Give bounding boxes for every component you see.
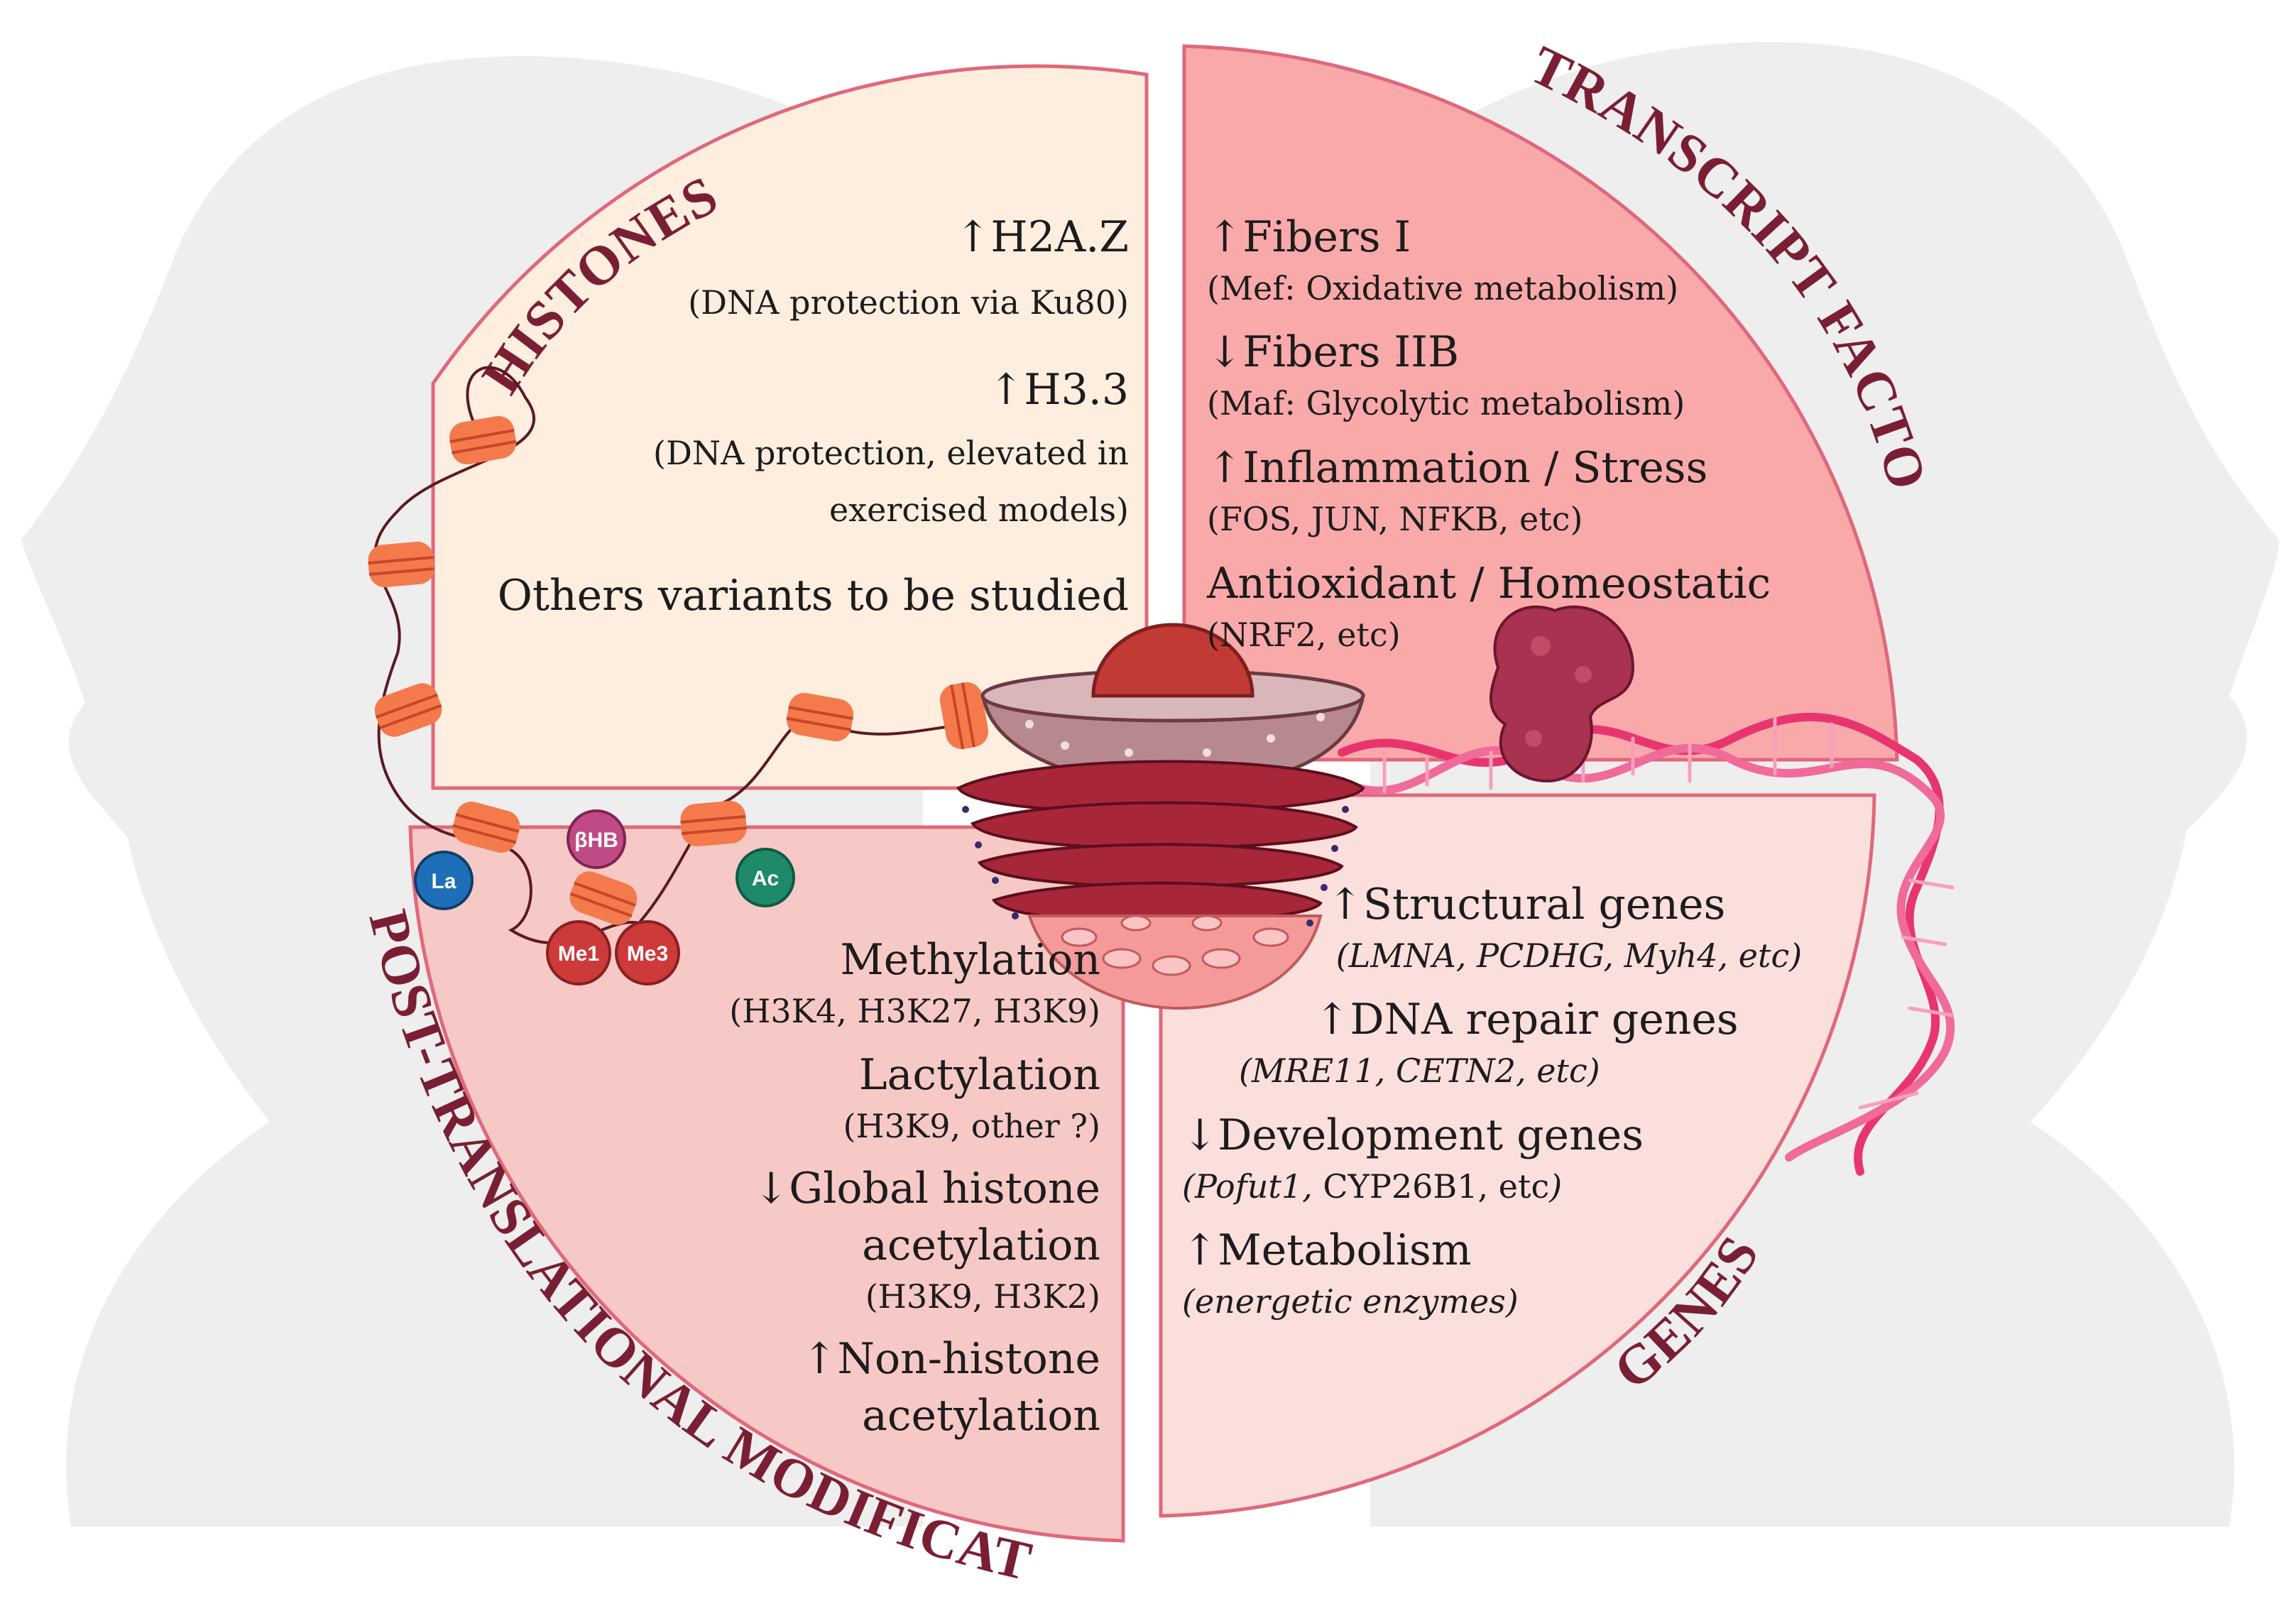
nucleosome-4 (452, 802, 520, 853)
methylation-note: (H3K4, H3K27, H3K9) (729, 992, 1100, 1030)
endoplasmic-reticulum (956, 760, 1365, 924)
lactylation-label: Lactylation (858, 1050, 1100, 1100)
methylation-label: Methylation (840, 935, 1100, 985)
metabolism-label: ↑Metabolism (1182, 1225, 1472, 1275)
inflammation-note: (FOS, JUN, NFKB, etc) (1207, 500, 1583, 538)
transcript-factors-quadrant (1182, 44, 1899, 762)
nucleosome-2 (368, 541, 434, 588)
ptm-quadrant (408, 825, 1125, 1543)
me1-chip: Me1 (546, 920, 611, 985)
global-acetylation-line-2: acetylation (862, 1220, 1100, 1270)
antioxidant-note: (NRF2, etc) (1207, 616, 1401, 654)
h2az-note: (DNA protection via Ku80) (688, 283, 1129, 322)
dna-repair-genes-label: ↑DNA repair genes (1314, 995, 1739, 1044)
svg-text:La: La (431, 870, 456, 893)
la-chip: La (414, 851, 474, 910)
fibers-i-label: ↑Fibers I (1207, 212, 1411, 262)
h33-label: ↑H3.3 (988, 365, 1129, 415)
nucleosome-3 (374, 683, 442, 737)
non-histone-line-1: ↑Non-histone (802, 1334, 1100, 1384)
structural-genes-label: ↑Structural genes (1327, 880, 1726, 929)
h2az-label: ↑H2A.Z (955, 212, 1129, 262)
other-variants-label: Others variants to be studied (497, 571, 1129, 621)
ac-chip: Ac (736, 848, 795, 907)
antioxidant-label: Antioxidant / Homeostatic (1207, 559, 1771, 608)
development-genes-note: (Pofut1, CYP26B1, etc) (1182, 1168, 1821, 1206)
cyp26b1-text: CYP26B1, etc (1312, 1167, 1550, 1206)
golgi-apparatus (962, 806, 1349, 1010)
bhb-chip: βHB (567, 809, 626, 869)
svg-text:Me1: Me1 (558, 942, 599, 966)
global-acetylation-line-1: ↓Global histone (753, 1164, 1100, 1213)
structural-genes-note: (LMNA, PCDHG, Myh4, etc) (1335, 936, 1803, 975)
genes-quadrant (1159, 793, 1876, 1518)
non-histone-line-2: acetylation (862, 1391, 1100, 1441)
global-acetylation-note: (H3K9, H3K2) (865, 1277, 1100, 1316)
development-genes-label: ↓Development genes (1182, 1110, 1644, 1160)
pofut1-italic: (Pofut1, (1182, 1167, 1313, 1206)
h33-note-line-1: (DNA protection, elevated in (653, 434, 1129, 472)
metabolism-note: (energetic enzymes) (1182, 1282, 1519, 1321)
inflammation-label: ↑Inflammation / Stress (1207, 443, 1708, 493)
me3-chip: Me3 (615, 920, 680, 985)
nucleosome-7 (786, 692, 854, 742)
nucleosome-5 (569, 871, 638, 925)
transcription-factor-protein (1489, 605, 1635, 783)
histones-quadrant (431, 64, 1149, 790)
nucleosome-6 (680, 800, 747, 847)
svg-text:Me3: Me3 (627, 942, 668, 966)
development-note-close: ) (1549, 1167, 1563, 1206)
fibers-iib-label: ↓Fibers IIB (1207, 327, 1460, 377)
fibers-i-note: (Mef: Oxidative metabolism) (1207, 269, 1679, 307)
svg-text:βHB: βHB (574, 829, 618, 852)
lactylation-note: (H3K9, other ?) (843, 1107, 1100, 1145)
nucleosome-8 (939, 682, 989, 750)
h33-note-line-2: exercised models) (829, 491, 1129, 529)
svg-text:Ac: Ac (752, 867, 779, 890)
nucleosome-1 (449, 415, 517, 465)
fibers-iib-note: (Maf: Glycolytic metabolism) (1207, 384, 1685, 422)
dna-repair-genes-note: (MRE11, CETN2, etc) (1239, 1052, 1600, 1090)
